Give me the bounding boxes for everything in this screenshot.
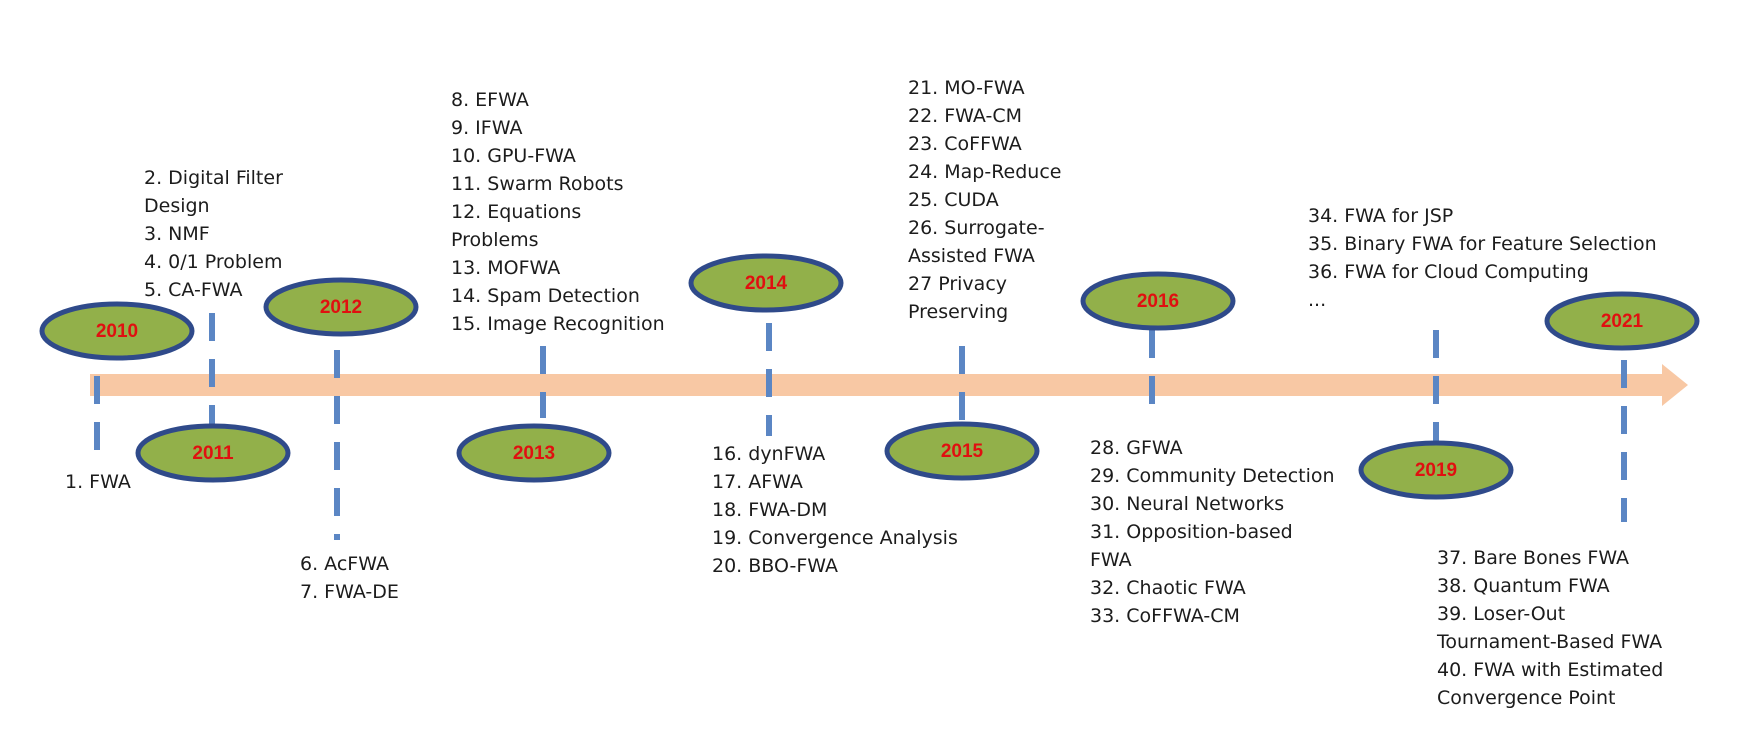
algorithm-item: 10. GPU-FWA — [451, 145, 576, 167]
year-ellipse-2010 — [39, 301, 195, 361]
algorithm-item: 1. FWA — [65, 471, 131, 493]
timeline-arrowhead — [1662, 364, 1688, 406]
algorithm-item: 18. FWA-DM — [712, 499, 828, 521]
algorithm-item: 30. Neural Networks — [1090, 493, 1285, 515]
algorithm-item: 32. Chaotic FWA — [1090, 577, 1246, 599]
algorithm-item: 37. Bare Bones FWA — [1437, 547, 1630, 569]
year-label-2021: 2021 — [1601, 311, 1644, 332]
year-ellipse-2013 — [456, 423, 612, 483]
algorithm-item: 28. GFWA — [1090, 437, 1183, 459]
year-label-2012: 2012 — [320, 297, 362, 318]
algorithms-2015: 21. MO-FWA 22. FWA-CM 23. CoFFWA 24. Map… — [908, 74, 1073, 326]
algorithm-item: 24. Map-Reduce — [908, 161, 1062, 183]
algorithm-item: 13. MOFWA — [451, 257, 561, 279]
algorithm-item: 12. Equations Problems — [451, 201, 582, 251]
algorithms-2013: 8. EFWA 9. IFWA 10. GPU-FWA 11. Swarm Ro… — [451, 86, 665, 338]
algorithms-2016: 28. GFWA 29. Community Detection 30. Neu… — [1090, 434, 1335, 630]
algorithm-item: 2. Digital Filter Design — [144, 167, 283, 217]
algorithm-item: 20. BBO-FWA — [712, 555, 839, 577]
year-label-2019: 2019 — [1415, 460, 1457, 481]
algorithms-2010: 1. FWA — [65, 468, 131, 496]
algorithm-item: 26. Surrogate-Assisted FWA — [908, 217, 1045, 267]
algorithm-item: 15. Image Recognition — [451, 313, 665, 335]
algorithm-item: 21. MO-FWA — [908, 77, 1025, 99]
algorithm-item: 40. FWA with Estimated Convergence Point — [1437, 659, 1664, 709]
algorithm-item: 5. CA-FWA — [144, 279, 243, 301]
year-label-2016: 2016 — [1137, 291, 1179, 312]
algorithm-item: 14. Spam Detection — [451, 285, 640, 307]
algorithm-item: 16. dynFWA — [712, 443, 826, 465]
year-ellipse-2014 — [688, 253, 844, 313]
algorithm-item: 3. NMF — [144, 223, 210, 245]
algorithm-item: 33. CoFFWA-CM — [1090, 605, 1240, 627]
algorithm-item: 38. Quantum FWA — [1437, 575, 1610, 597]
algorithms-2019: 34. FWA for JSP 35. Binary FWA for Featu… — [1308, 202, 1657, 314]
year-label-2015: 2015 — [941, 441, 984, 462]
algorithm-item: 4. 0/1 Problem — [144, 251, 283, 273]
algorithms-2012: 6. AcFWA 7. FWA-DE — [300, 550, 399, 606]
algorithm-item: 34. FWA for JSP — [1308, 205, 1454, 227]
year-ellipse-2016 — [1080, 271, 1236, 331]
year-label-2011: 2011 — [192, 443, 234, 464]
algorithm-item: 6. AcFWA — [300, 553, 389, 575]
algorithm-item: 9. IFWA — [451, 117, 523, 139]
timeline-axis — [90, 374, 1670, 396]
year-ellipse-2011 — [135, 423, 291, 483]
algorithms-2021: 37. Bare Bones FWA 38. Quantum FWA 39. L… — [1437, 544, 1682, 712]
algorithm-item: 27 Privacy Preserving — [908, 273, 1009, 323]
algorithm-item: 23. CoFFWA — [908, 133, 1022, 155]
algorithm-item: 36. FWA for Cloud Computing — [1308, 261, 1589, 283]
year-label-2010: 2010 — [96, 321, 138, 342]
algorithm-item: 31. Opposition-based FWA — [1090, 521, 1293, 571]
year-ellipse-2021 — [1544, 291, 1700, 351]
algorithm-item: 8. EFWA — [451, 89, 529, 111]
algorithm-item: 17. AFWA — [712, 471, 803, 493]
algorithms-2014: 16. dynFWA 17. AFWA 18. FWA-DM 19. Conve… — [712, 440, 958, 580]
algorithm-item: 39. Loser-Out Tournament-Based FWA — [1437, 603, 1663, 653]
algorithm-item: 22. FWA-CM — [908, 105, 1023, 127]
year-ellipse-2015 — [884, 421, 1040, 481]
algorithms-2011: 2. Digital Filter Design 3. NMF 4. 0/1 P… — [144, 164, 314, 304]
algorithm-item: 29. Community Detection — [1090, 465, 1335, 487]
year-label-2013: 2013 — [513, 443, 555, 464]
algorithm-item: ... — [1308, 289, 1327, 311]
year-ellipse-2019 — [1358, 440, 1514, 500]
algorithm-item: 35. Binary FWA for Feature Selection — [1308, 233, 1657, 255]
algorithm-item: 11. Swarm Robots — [451, 173, 624, 195]
algorithm-item: 19. Convergence Analysis — [712, 527, 958, 549]
year-label-2014: 2014 — [745, 273, 788, 294]
algorithm-item: 7. FWA-DE — [300, 581, 399, 603]
year-ellipse-2012 — [263, 277, 419, 337]
algorithm-item: 25. CUDA — [908, 189, 999, 211]
